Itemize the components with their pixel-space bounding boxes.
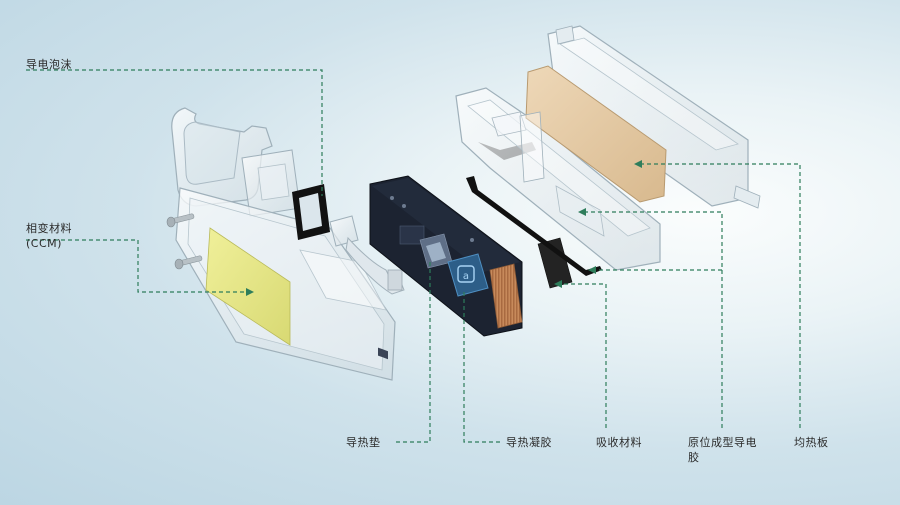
absorbing-material-pad [537, 237, 573, 289]
label-absorbing-material: 吸收材料 [596, 436, 642, 449]
leader-arrowheads [246, 160, 642, 296]
vapor-chamber-plate [525, 65, 667, 203]
label-conductive-foam: 导电泡沫 [26, 58, 72, 71]
right-shield [547, 25, 761, 209]
left-housing [166, 107, 396, 381]
svg-text:a: a [463, 271, 469, 282]
conductive-foam-gasket [292, 184, 330, 240]
label-thermal-gel: 导热凝胶 [506, 436, 552, 449]
flex-connector [329, 215, 405, 295]
label-fip-gasket: 原位成型导电胶 [688, 436, 757, 464]
screw-bottom [174, 255, 203, 270]
label-vapor-chamber: 均热板 [794, 436, 829, 449]
screw-top [166, 213, 195, 228]
label-phase-change-material: 相变材料 [26, 222, 72, 235]
label-phase-change-ccm: (CCM) [26, 237, 62, 250]
middle-shield [455, 87, 661, 271]
phase-change-pad [205, 227, 291, 346]
leader-lines [26, 69, 801, 443]
label-thermal-pad: 导热垫 [346, 436, 381, 449]
pcb-module: a [369, 175, 523, 360]
